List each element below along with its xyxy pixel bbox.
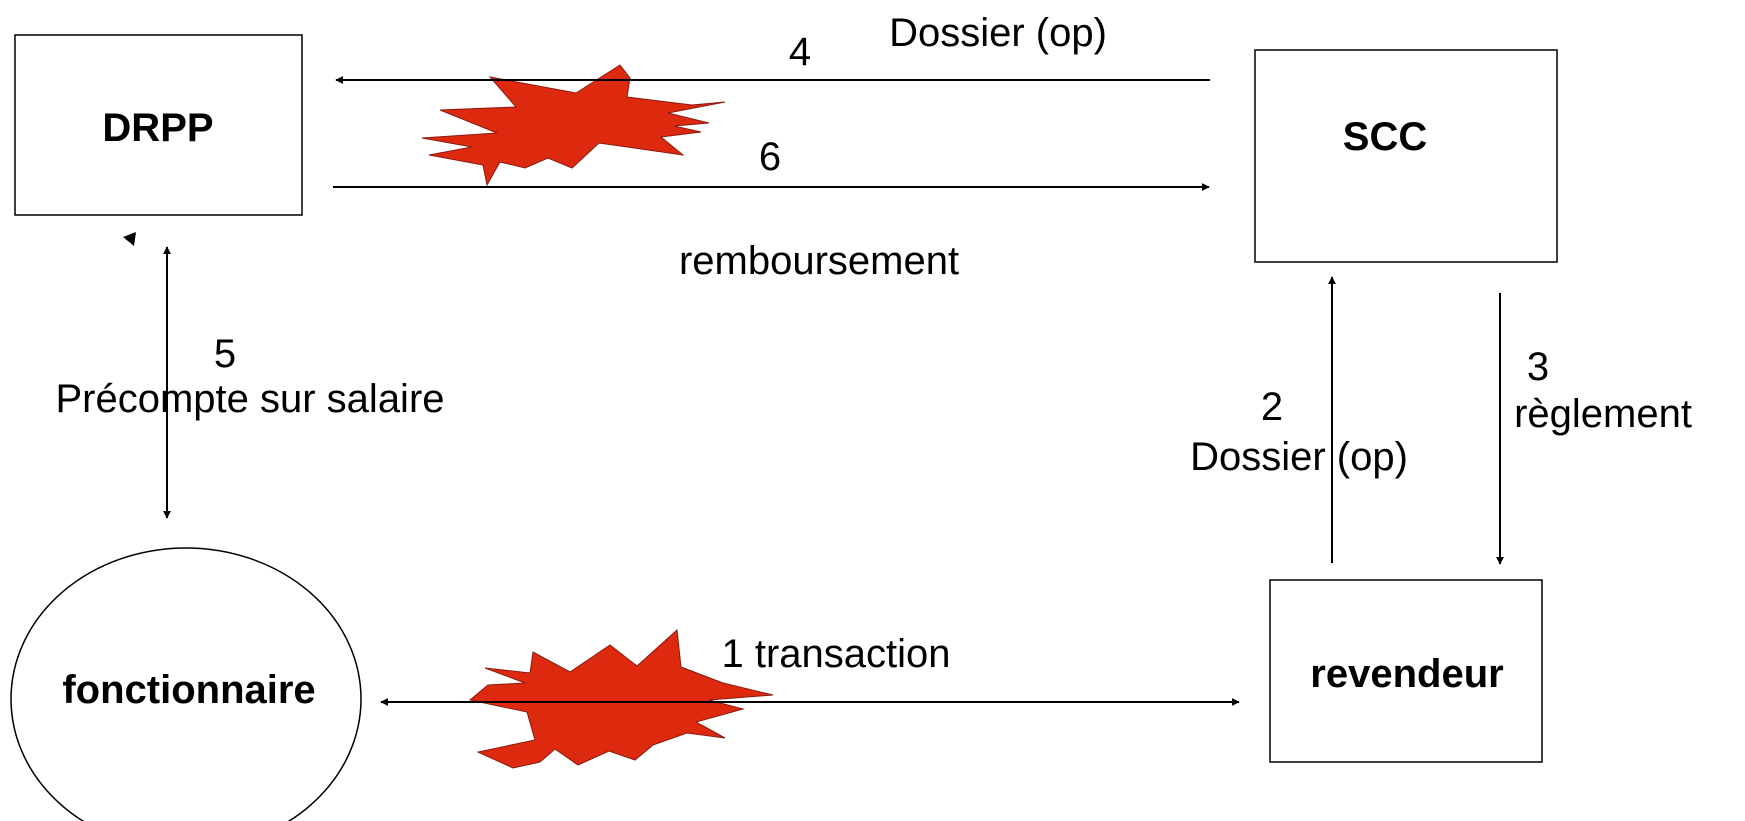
node-revendeur: revendeur — [1269, 579, 1543, 763]
node-drpp-label: DRPP — [102, 106, 213, 150]
edge-4-text: Dossier (op) — [889, 11, 1107, 55]
edge-6-text: remboursement — [679, 239, 959, 283]
edge-5-text: Précompte sur salaire — [55, 377, 444, 421]
edge-2-text: Dossier (op) — [1190, 435, 1408, 479]
edge-1-text: 1 transaction — [721, 632, 950, 676]
edge-6-number: 6 — [759, 135, 781, 179]
arrow-stray-tick — [123, 232, 136, 246]
edge-5-number: 5 — [214, 332, 236, 376]
node-scc: SCC — [1254, 49, 1558, 263]
node-drpp: DRPP — [14, 34, 303, 216]
node-revendeur-label: revendeur — [1310, 652, 1503, 696]
edge-4-number: 4 — [789, 30, 811, 74]
edge-3-number: 3 — [1527, 345, 1549, 389]
node-fonctionnaire-label: fonctionnaire — [62, 668, 315, 712]
node-scc-label: SCC — [1343, 115, 1427, 159]
node-fonctionnaire: fonctionnaire — [10, 547, 362, 821]
edge-3-text: règlement — [1514, 392, 1692, 436]
edge-2-number: 2 — [1261, 385, 1283, 429]
burst-top — [421, 64, 726, 187]
